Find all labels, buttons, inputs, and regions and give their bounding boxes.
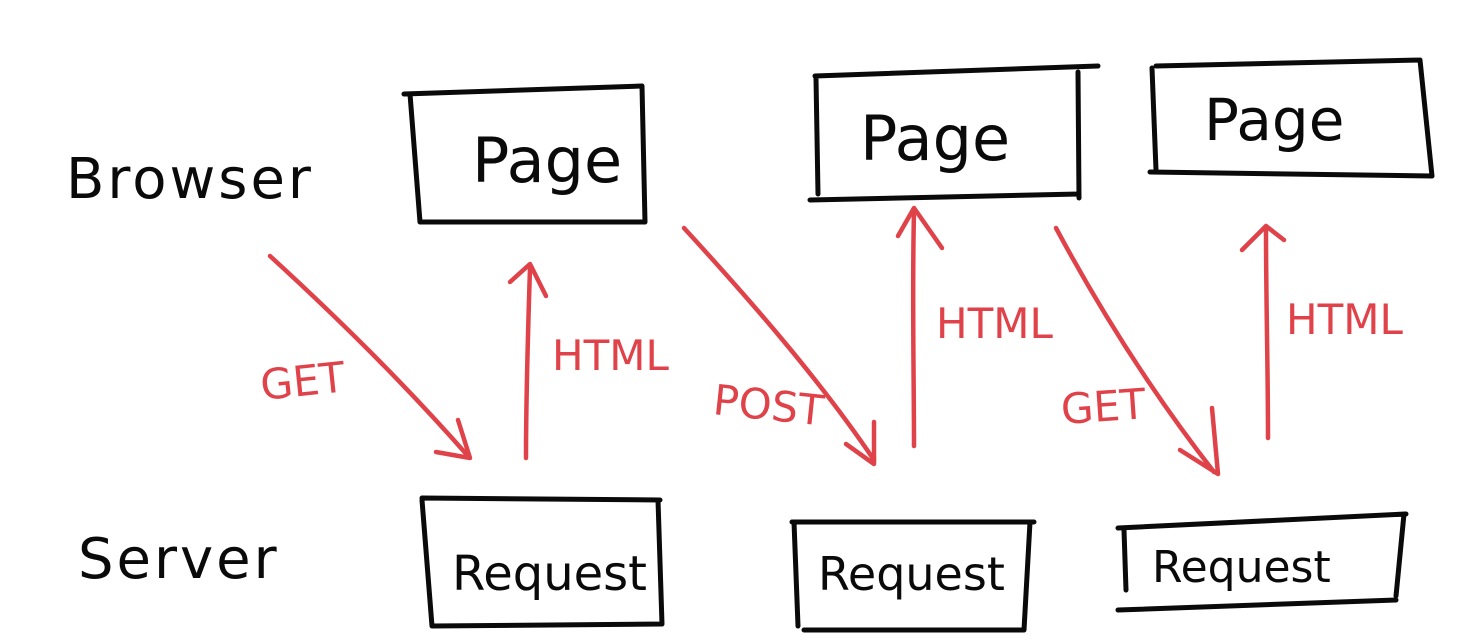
browser-page-label-3: Page: [1204, 86, 1344, 154]
post-request-arrow: [681, 225, 877, 467]
server-request-label-2: Request: [818, 547, 1005, 601]
server-request-label-3: Request: [1152, 542, 1331, 593]
html-response-label-1: HTML: [552, 331, 669, 380]
server-request-label-1: Request: [452, 546, 647, 602]
html-response-arrow-2: [895, 205, 945, 449]
html-response-arrow-1: [507, 261, 549, 461]
post-request-label: POST: [711, 375, 827, 435]
get-request-arrow-1: [267, 253, 473, 461]
browser-page-label-2: Page: [860, 102, 1010, 175]
server-row-label: Server: [78, 527, 280, 592]
get-request-arrow-2: [1053, 225, 1221, 477]
html-response-arrow-3: [1239, 223, 1287, 441]
browser-page-box-3: Page: [1147, 57, 1435, 179]
server-request-box-2: Request: [789, 519, 1037, 633]
browser-page-box-1: Page: [401, 83, 648, 225]
html-response-label-3: HTML: [1286, 295, 1403, 344]
browser-row-label: Browser: [66, 147, 314, 212]
get-request-label-1: GET: [258, 352, 348, 410]
browser-page-box-2: Page: [807, 63, 1101, 203]
browser-page-label-1: Page: [472, 124, 622, 197]
html-response-label-2: HTML: [936, 299, 1053, 348]
server-request-box-3: Request: [1115, 511, 1409, 613]
get-request-label-2: GET: [1059, 379, 1147, 434]
server-request-box-1: Request: [419, 495, 665, 629]
